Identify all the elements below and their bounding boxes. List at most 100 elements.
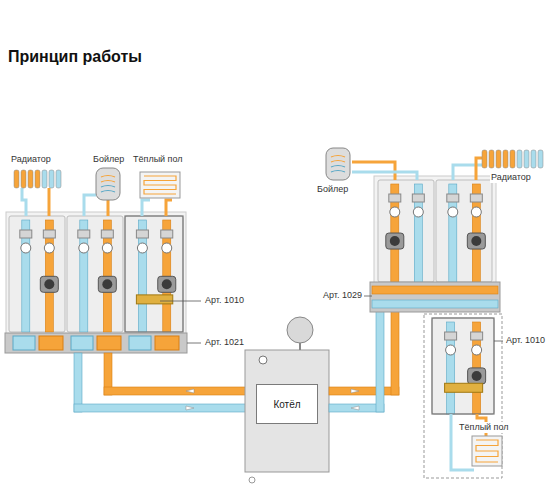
station-backplate [6,212,186,334]
leader-line [160,301,201,302]
thermometer [137,243,147,253]
thermometer [162,243,172,253]
pump-station-frame [125,216,183,332]
consumer-label: Радиатор [10,154,52,165]
diagram-title: Принцип работы [8,48,142,66]
ball-valve [78,230,90,238]
thermometer [446,345,456,355]
ball-valve [43,230,55,238]
supply-line [142,200,150,216]
ball-valve [447,194,459,202]
pump-head [44,279,54,289]
node-text: Котёл [273,399,300,410]
heater-coil [101,186,115,188]
leader-line [364,296,372,297]
heater-coil [101,181,115,183]
consumer-label: Радиатор [490,172,532,183]
consumer-label: Тёплый пол [458,422,510,433]
leader-line [494,341,503,342]
radiator-section [21,170,26,188]
pump-head [471,236,481,246]
pump-station-frame [378,180,434,282]
thermometer [448,207,458,217]
floor-coil [476,440,498,462]
ball-valve [20,230,32,238]
ball-valve [412,194,424,202]
thermometer [472,345,482,355]
boiler-box: Котёл [256,384,318,424]
pump-station-frame [9,216,65,332]
flow-arrow [186,406,194,410]
heater-coil [331,156,345,158]
leader-line [187,343,201,344]
thermometer [79,243,89,253]
article-callout: Арт. 1010 [204,295,245,306]
pipe [376,308,384,412]
boiler-cabinet [245,350,329,472]
mixing-valve [445,383,483,392]
pump-station-frame [67,216,123,332]
supply-line [453,165,482,180]
manifold-chamber [13,336,35,350]
radiator-section [503,150,508,168]
pipe [372,286,498,294]
pipe [104,387,247,395]
thermometer [413,207,423,217]
supply-line [48,188,51,216]
pump-head [162,279,172,289]
floor-panel [140,172,180,198]
radiator-section [14,170,19,188]
pump-head [390,236,400,246]
manifold-chamber [97,336,121,350]
supply-line [352,172,417,180]
mixing-group [432,318,494,414]
mixing-valve [136,295,172,304]
pump-head [472,371,482,381]
supply-line [166,200,172,216]
ball-valve [389,194,401,202]
thermometer [471,207,481,217]
radiator-section [56,170,61,188]
circulation-pump [386,233,404,249]
circulation-pump [40,276,58,292]
radiator-section [538,150,543,168]
ball-valve [161,230,173,238]
article-callout: Арт. 1021 [204,337,245,348]
radiator-section [482,150,487,168]
radiator-section [510,150,515,168]
drain-valve [249,477,255,483]
consumer-label: Тёплый пол [132,154,184,165]
article-callout: Арт. 1029 [322,290,363,301]
pressure-gauge [259,356,267,364]
floor-panel [472,436,502,466]
radiator-section [49,170,54,188]
manifold-chamber [39,336,63,350]
pipe [74,404,247,412]
radiator-section [517,150,522,168]
pipe [391,298,399,395]
radiator-section [42,170,47,188]
manifold-1021 [5,333,187,353]
circulation-pump [468,368,486,384]
pump-station-frame [436,180,492,282]
radiator-section [524,150,529,168]
heater-coil [331,161,345,163]
consumer-label: Бойлер [316,184,349,195]
mixing-group [125,216,183,332]
manifold-chamber [71,336,93,350]
pump-head [102,279,112,289]
circulation-pump [467,233,485,249]
thermometer [44,243,54,253]
heater-coil [331,166,345,168]
ball-valve [471,332,483,340]
thermometer [390,207,400,217]
heater-coil [331,171,345,173]
pipe [74,353,82,412]
radiator-section [35,170,40,188]
optional-module-border [424,314,502,478]
ball-valve [136,230,148,238]
station-backplate [374,176,496,284]
heater-coil [101,176,115,178]
thermometer [21,243,31,253]
supply-line [476,158,482,180]
